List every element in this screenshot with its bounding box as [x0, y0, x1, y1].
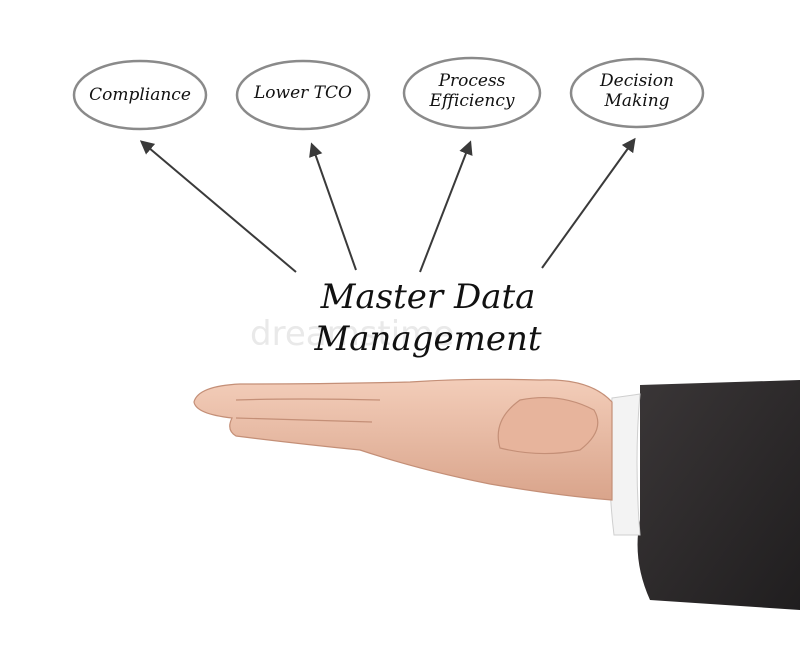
- node-lower-tco: Lower TCO: [235, 59, 371, 131]
- node-lower-tco-ellipse: [235, 59, 371, 131]
- node-decision-making-label-line2: Making: [603, 91, 669, 111]
- node-compliance-label: Compliance: [89, 85, 191, 105]
- thumb: [497, 396, 599, 455]
- node-process-efficiency-label-line2: Efficiency: [429, 91, 515, 111]
- open-hand-illustration: [193, 378, 800, 610]
- center-title-line2: Management: [313, 319, 541, 359]
- suit-sleeve: [637, 380, 800, 610]
- arrow-to-compliance: [139, 140, 297, 273]
- node-lower-tco-label: Lower TCO: [253, 83, 352, 103]
- node-process-efficiency-ellipse: [402, 56, 542, 130]
- node-decision-making-label-line1: Decision: [599, 71, 674, 91]
- arrow-to-process-efficiency: [419, 140, 473, 273]
- finger-crease-1: [235, 398, 381, 401]
- arrow-to-decision-making: [541, 137, 636, 269]
- node-compliance-ellipse: [72, 59, 208, 131]
- palm: [193, 378, 613, 501]
- arrow-to-lower-tco: [309, 142, 357, 271]
- center-title-line1: Master Data: [320, 277, 536, 317]
- shirt-cuff: [608, 393, 641, 536]
- watermark-text: dreamstime: [250, 314, 454, 354]
- node-decision-making: Decision Making: [569, 57, 705, 129]
- node-compliance: Compliance: [72, 59, 208, 131]
- finger-crease-2: [235, 417, 373, 423]
- node-process-efficiency-label-line1: Process: [438, 71, 506, 91]
- node-decision-making-ellipse: [569, 57, 705, 129]
- node-process-efficiency: Process Efficiency: [402, 56, 542, 130]
